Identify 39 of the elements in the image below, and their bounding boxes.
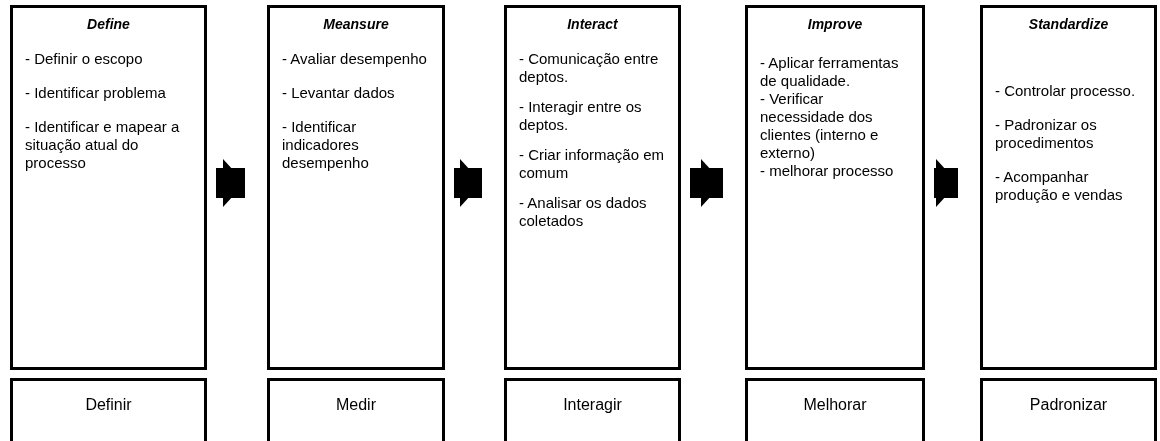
step-item: - Verificar necessidade dos clientes (interno e externo): [760, 89, 880, 162]
step-item: - Acompanhar produção e vendas: [995, 167, 1124, 204]
step-box: [10, 5, 207, 370]
step-item: - Identificar problema: [25, 83, 167, 102]
step-label-box: [745, 378, 925, 441]
step-name: Interagir: [563, 395, 622, 415]
step-heading: Define: [86, 16, 131, 34]
step-item: - Identificar indicadores desempenho: [282, 117, 370, 172]
step-item: - Levantar dados: [282, 83, 396, 102]
step-item: - Padronizar os procedimentos: [995, 115, 1098, 152]
step-box: [267, 5, 445, 370]
step-heading: Improve: [806, 16, 864, 34]
step-label-box: [10, 378, 207, 441]
step-heading: Interact: [566, 16, 619, 34]
step-item: - Identificar e mapear a situação atual do processo: [25, 117, 181, 172]
step-box: [504, 5, 681, 370]
step-item: - Interagir entre os deptos.: [519, 97, 643, 134]
step-item: - Analisar os dados coletados: [519, 193, 648, 230]
step-item: - Comunicação entre deptos.: [519, 49, 660, 86]
block-arrow: [454, 159, 482, 207]
step-name: Medir: [336, 395, 376, 415]
block-arrow: [690, 159, 723, 207]
step-item: - Controlar processo.: [995, 81, 1137, 100]
step-heading: Meansure: [322, 16, 390, 34]
step-box: [745, 5, 925, 370]
step-label-box: [980, 378, 1157, 441]
step-name: Definir: [85, 395, 132, 415]
step-name: Melhorar: [803, 395, 867, 415]
step-box: [980, 5, 1157, 370]
step-item: - Avaliar desempenho: [282, 49, 428, 68]
step-heading: Standardize: [1027, 16, 1110, 34]
step-item: - Aplicar ferramentas de qualidade.: [760, 53, 900, 90]
step-label-box: [267, 378, 445, 441]
block-arrow: [216, 159, 245, 207]
step-item: - melhorar processo: [760, 161, 895, 180]
step-item: - Criar informação em comum: [519, 145, 666, 182]
step-name: Padronizar: [1029, 395, 1108, 415]
step-label-box: [504, 378, 681, 441]
step-item: - Definir o escopo: [25, 49, 144, 68]
